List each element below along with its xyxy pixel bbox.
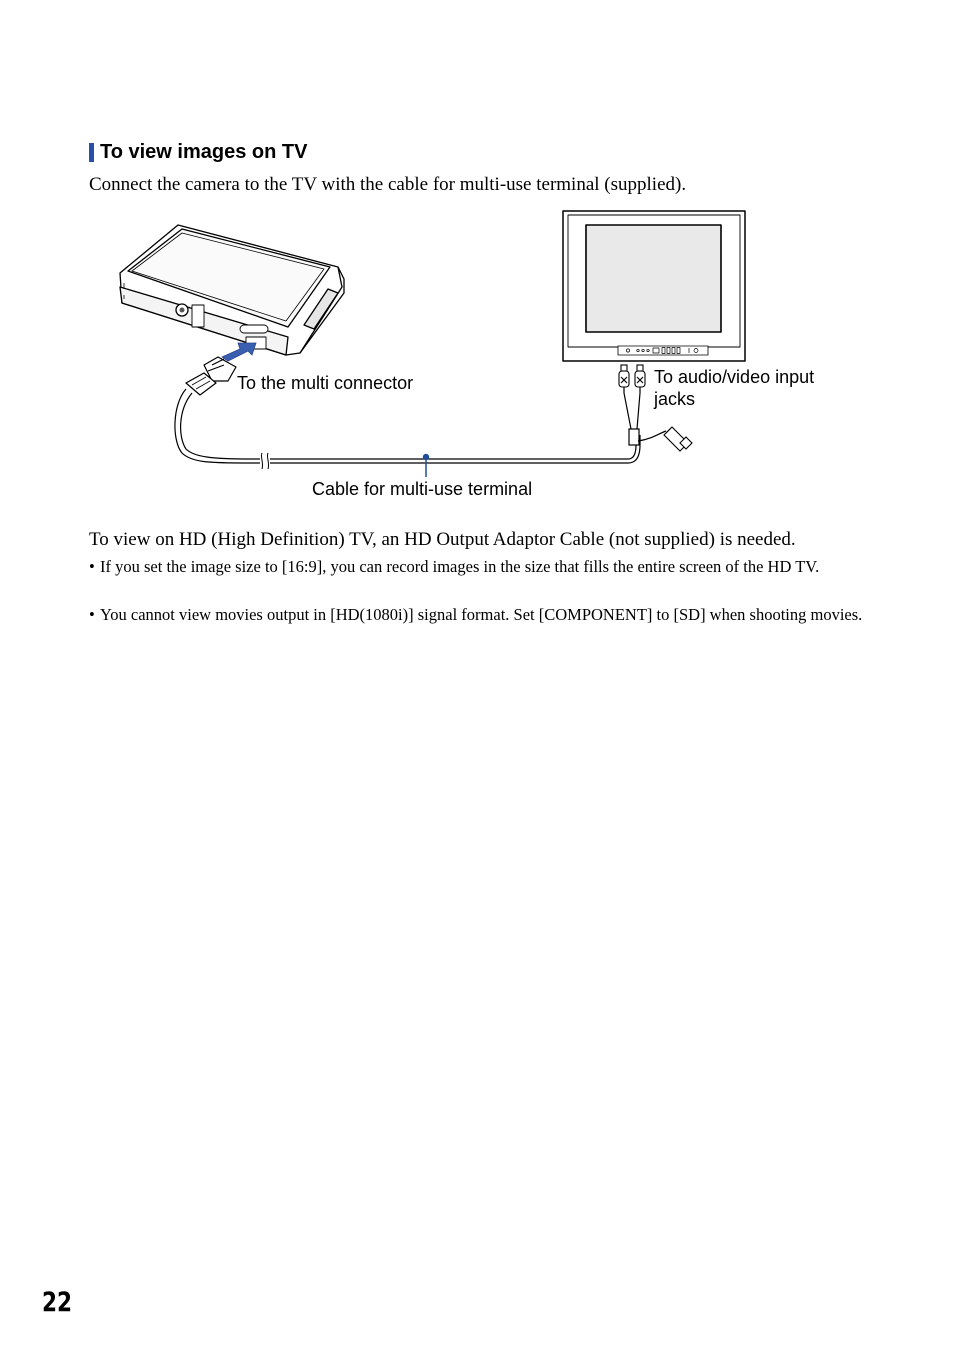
av-jacks-label: To audio/video input jacks bbox=[654, 366, 814, 410]
av-jacks-label-line1: To audio/video input bbox=[654, 367, 815, 387]
heading-marker bbox=[89, 142, 94, 162]
camera-illustration bbox=[119, 224, 345, 356]
bullet-mark: • bbox=[89, 557, 95, 576]
page-number: 22 bbox=[42, 1287, 73, 1318]
bullet-text: If you set the image size to [16:9], you… bbox=[100, 557, 820, 576]
multi-connector-plug bbox=[185, 356, 237, 396]
av-jacks-label-line2: jacks bbox=[654, 389, 696, 409]
note-bullet: • You cannot view movies output in [HD(1… bbox=[89, 604, 879, 626]
heading-title: To view images on TV bbox=[100, 141, 308, 163]
connection-illustration bbox=[119, 210, 746, 477]
tv-illustration bbox=[562, 210, 746, 362]
usb-plug bbox=[663, 426, 693, 452]
connection-diagram: To the multi connector To audio/video in… bbox=[100, 205, 820, 515]
note-bullet: • If you set the image size to [16:9], y… bbox=[89, 556, 879, 578]
insert-arrow-icon bbox=[221, 342, 257, 362]
cable-label: Cable for multi-use terminal bbox=[312, 479, 533, 499]
cable-callout-pointer bbox=[422, 453, 430, 477]
hd-output-note: To view on HD (High Definition) TV, an H… bbox=[89, 529, 796, 550]
bullet-text: You cannot view movies output in [HD(108… bbox=[100, 605, 863, 624]
intro-paragraph: Connect the camera to the TV with the ca… bbox=[89, 174, 687, 195]
multi-connector-label: To the multi connector bbox=[237, 373, 414, 393]
section-heading: To view images on TV bbox=[89, 140, 307, 164]
cable-line bbox=[180, 392, 637, 460]
cable-break-mark bbox=[260, 452, 270, 470]
bullet-mark: • bbox=[89, 605, 95, 624]
rca-plugs bbox=[618, 364, 646, 388]
